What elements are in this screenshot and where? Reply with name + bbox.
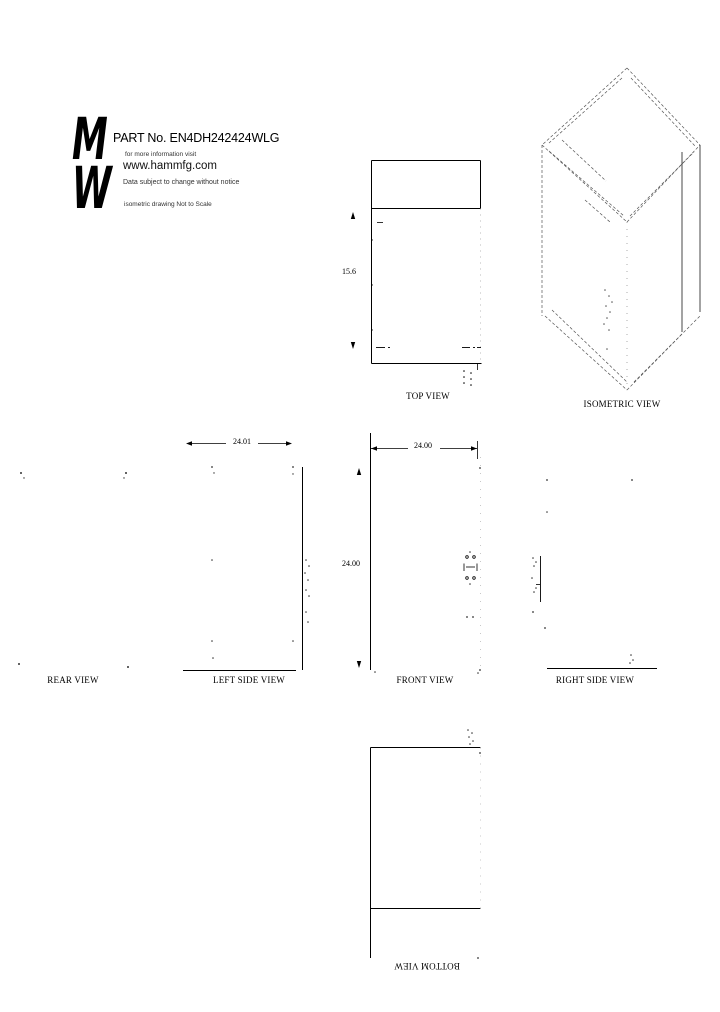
front-view-width-dim: 24.00: [411, 441, 435, 450]
right-side-view-linework: [531, 479, 657, 669]
isometric-view-label: ISOMETRIC VIEW: [583, 399, 661, 409]
scale-note: isometric drawing Not to Scale: [124, 201, 212, 208]
isometric-view-linework: [541, 67, 701, 391]
hammond-logo-w: W: [72, 154, 112, 222]
left-side-view-linework: [183, 441, 310, 671]
front-view-label: FRONT VIEW: [396, 675, 454, 685]
bottom-view-label: BOTTOM VIEW: [394, 961, 460, 971]
part-number: PART No. EN4DH242424WLG: [113, 131, 280, 145]
left-side-view-label: LEFT SIDE VIEW: [213, 675, 285, 685]
top-view-depth-dim: 15.6: [342, 267, 356, 276]
rear-view-linework: [18, 472, 129, 668]
left-side-width-dim: 24.01: [233, 437, 251, 446]
front-view-height-dim: 24.00: [342, 559, 360, 568]
hammond-logo-m: M: [72, 105, 108, 173]
front-view-linework: [356, 433, 481, 674]
change-notice: Data subject to change without notice: [123, 179, 240, 186]
bottom-view-linework: [370, 729, 481, 959]
website-text: www.hammfg.com: [123, 160, 217, 172]
right-side-view-label: RIGHT SIDE VIEW: [555, 675, 635, 685]
info-line: for more information visit: [125, 151, 197, 158]
top-view-linework: [350, 160, 482, 386]
top-view-label: TOP VIEW: [406, 391, 450, 401]
rear-view-label: REAR VIEW: [47, 675, 99, 685]
